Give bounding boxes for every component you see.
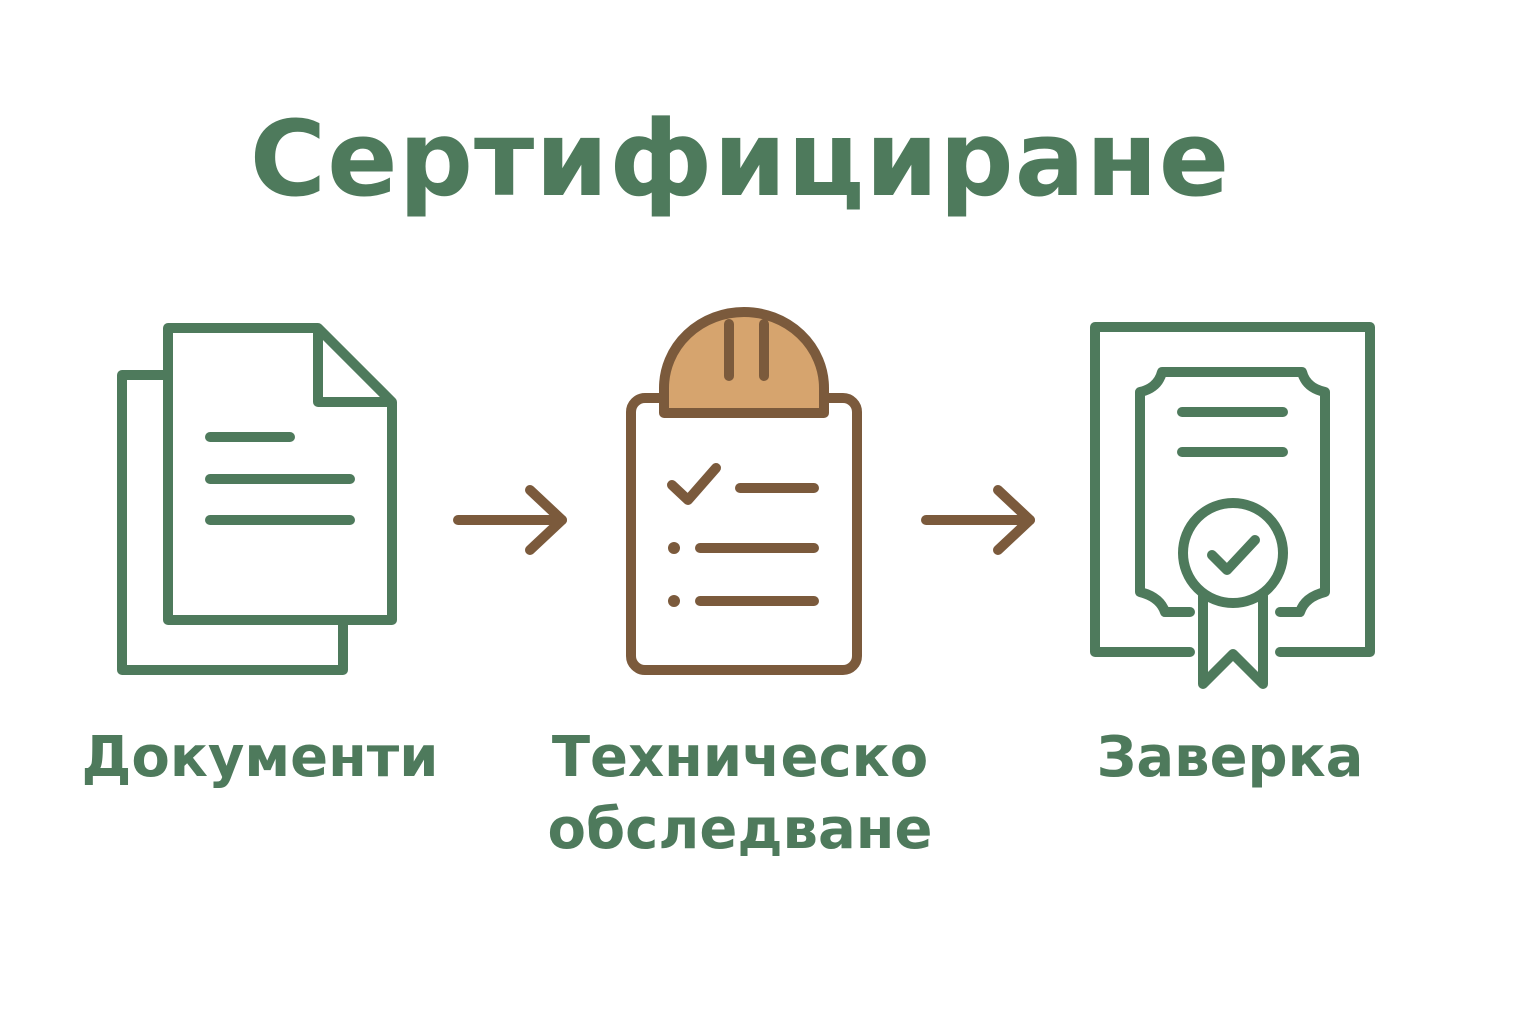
label-line: Документи xyxy=(81,725,439,790)
arrow-right-icon xyxy=(921,485,1035,555)
label-line: Техническо xyxy=(551,725,929,790)
step-label-inspection: Техническо обследване xyxy=(530,722,950,866)
label-line: Заверка xyxy=(1096,725,1364,790)
certificate-icon xyxy=(1090,322,1375,689)
label-line: обследване xyxy=(547,797,933,862)
documents-icon xyxy=(117,323,397,675)
diagram-title: Сертифициране xyxy=(249,98,1231,220)
step-label-documents: Документи xyxy=(60,722,460,794)
inspection-clipboard-icon xyxy=(626,307,862,675)
step-label-certification: Заверка xyxy=(1030,722,1430,794)
arrow-right-icon xyxy=(453,485,567,555)
